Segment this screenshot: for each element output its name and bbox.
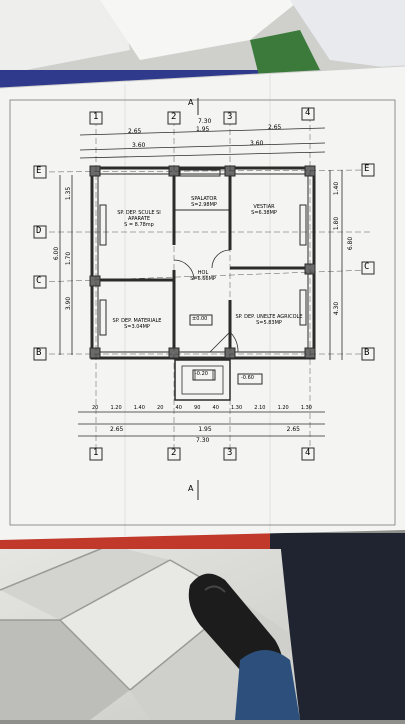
- room-spalator: SPALATOR S=2.98MP: [180, 196, 228, 208]
- dim-top-2: 1.95: [196, 126, 210, 133]
- dim-bottom: 1.40: [133, 405, 145, 411]
- dim-top-1: 2.65: [128, 128, 142, 135]
- axis-label-c-right: C: [364, 262, 370, 272]
- dims-bottom-row: 20 1.20 1.40 20 40 90 40 1.30 2.10 1.20 …: [92, 405, 312, 411]
- dim-bottom: 20: [157, 405, 164, 411]
- room-area: S=6.38MP: [251, 210, 277, 216]
- room-area: S = 8.78mp: [124, 222, 154, 228]
- room-vestiar: VESTIAR S=6.38MP: [238, 204, 290, 216]
- level-tag-1: ±0.00: [192, 316, 208, 322]
- axis-label-2-bottom: 2: [171, 448, 177, 458]
- dim-right-4: 1.40: [333, 181, 341, 196]
- room-name: SP. DEP. UNELTE AGRICOLE: [235, 314, 303, 320]
- section-mark-bottom: A: [188, 484, 194, 493]
- dim-top2-1: 3.60: [132, 142, 146, 149]
- dim-top-3: 2.65: [268, 124, 282, 131]
- room-sp-dep-scule: SP. DEP. SCULE SI APARATE S = 8.78mp: [106, 210, 172, 228]
- axis-label-e: E: [36, 166, 42, 176]
- dim-left-4: 1.35: [65, 186, 73, 201]
- room-name: VESTIAR: [253, 204, 275, 210]
- axis-label-3-top: 3: [227, 112, 233, 122]
- room-sp-dep-unelte: SP. DEP. UNELTE AGRICOLE S=5.83MP: [234, 314, 304, 326]
- dim-bottom: 1.30: [231, 405, 243, 411]
- axis-label-d: D: [36, 226, 42, 236]
- dim-bottom: 20: [92, 405, 99, 411]
- axis-label-4-bottom: 4: [305, 448, 311, 458]
- axis-label-b-right: B: [364, 348, 370, 358]
- dim-bottom: 90: [194, 405, 201, 411]
- dim-bottom: 40: [212, 405, 219, 411]
- dim-top-total: 7.30: [198, 118, 212, 125]
- dim-left-1: 6.00: [53, 246, 61, 261]
- dims-bottom-totals-row: 2.65 1.95 2.65: [110, 426, 300, 433]
- dim-right-2: 4.30: [333, 301, 341, 316]
- room-name: SPALATOR: [191, 196, 217, 202]
- jeans: [235, 540, 405, 720]
- dim-bottom: 1.20: [277, 405, 289, 411]
- dim-bottom-total: 1.95: [198, 426, 212, 433]
- dim-bottom: 1.30: [300, 405, 312, 411]
- axis-label-2-top: 2: [171, 112, 177, 122]
- dim-bottom-total: 2.65: [110, 426, 124, 433]
- axis-markers: [33, 107, 375, 461]
- level-tag-2: -0.60: [241, 375, 254, 381]
- room-name: SP. DEP. SCULE SI APARATE: [117, 210, 161, 222]
- room-area: S=5.83MP: [256, 320, 282, 326]
- axis-label-e-right: E: [364, 164, 370, 174]
- room-area: S=2.98MP: [191, 202, 217, 208]
- dim-bottom-overall: 7.30: [196, 437, 210, 444]
- floor-plan: [39, 98, 371, 500]
- dark-fabric: [270, 533, 405, 549]
- dim-right-1: 6.80: [347, 236, 355, 251]
- dim-bottom-total: 2.65: [286, 426, 300, 433]
- axis-label-b: B: [36, 348, 42, 358]
- room-sp-dep-materiale: SP. DEP. MATERIALE S=3.04MP: [104, 318, 170, 330]
- dim-top2-2: 3.60: [250, 140, 264, 147]
- section-mark-top: A: [188, 98, 194, 107]
- room-name: HOL: [197, 270, 209, 276]
- drawing-sheet: [0, 65, 405, 540]
- dim-bottom: 2.10: [254, 405, 266, 411]
- dim-left-3: 1.70: [65, 251, 73, 266]
- room-hol: HOL S=6.66MP: [180, 270, 226, 282]
- room-area: S=6.66MP: [190, 276, 216, 282]
- level-tag-3: -0.20: [195, 371, 208, 377]
- axis-label-4-top: 4: [305, 108, 311, 118]
- dim-left-2: 3.90: [65, 296, 73, 311]
- axis-label-3-bottom: 3: [227, 448, 233, 458]
- dim-bottom: 1.20: [110, 405, 122, 411]
- axis-label-c: C: [36, 276, 42, 286]
- axis-label-1-top: 1: [93, 112, 99, 122]
- level-boxes: [189, 314, 263, 385]
- room-name: SP. DEP. MATERIALE: [112, 318, 162, 324]
- room-area: S=3.04MP: [124, 324, 150, 330]
- dim-right-3: 1.80: [333, 216, 341, 231]
- dim-bottom: 40: [175, 405, 182, 411]
- axis-label-1-bottom: 1: [93, 448, 99, 458]
